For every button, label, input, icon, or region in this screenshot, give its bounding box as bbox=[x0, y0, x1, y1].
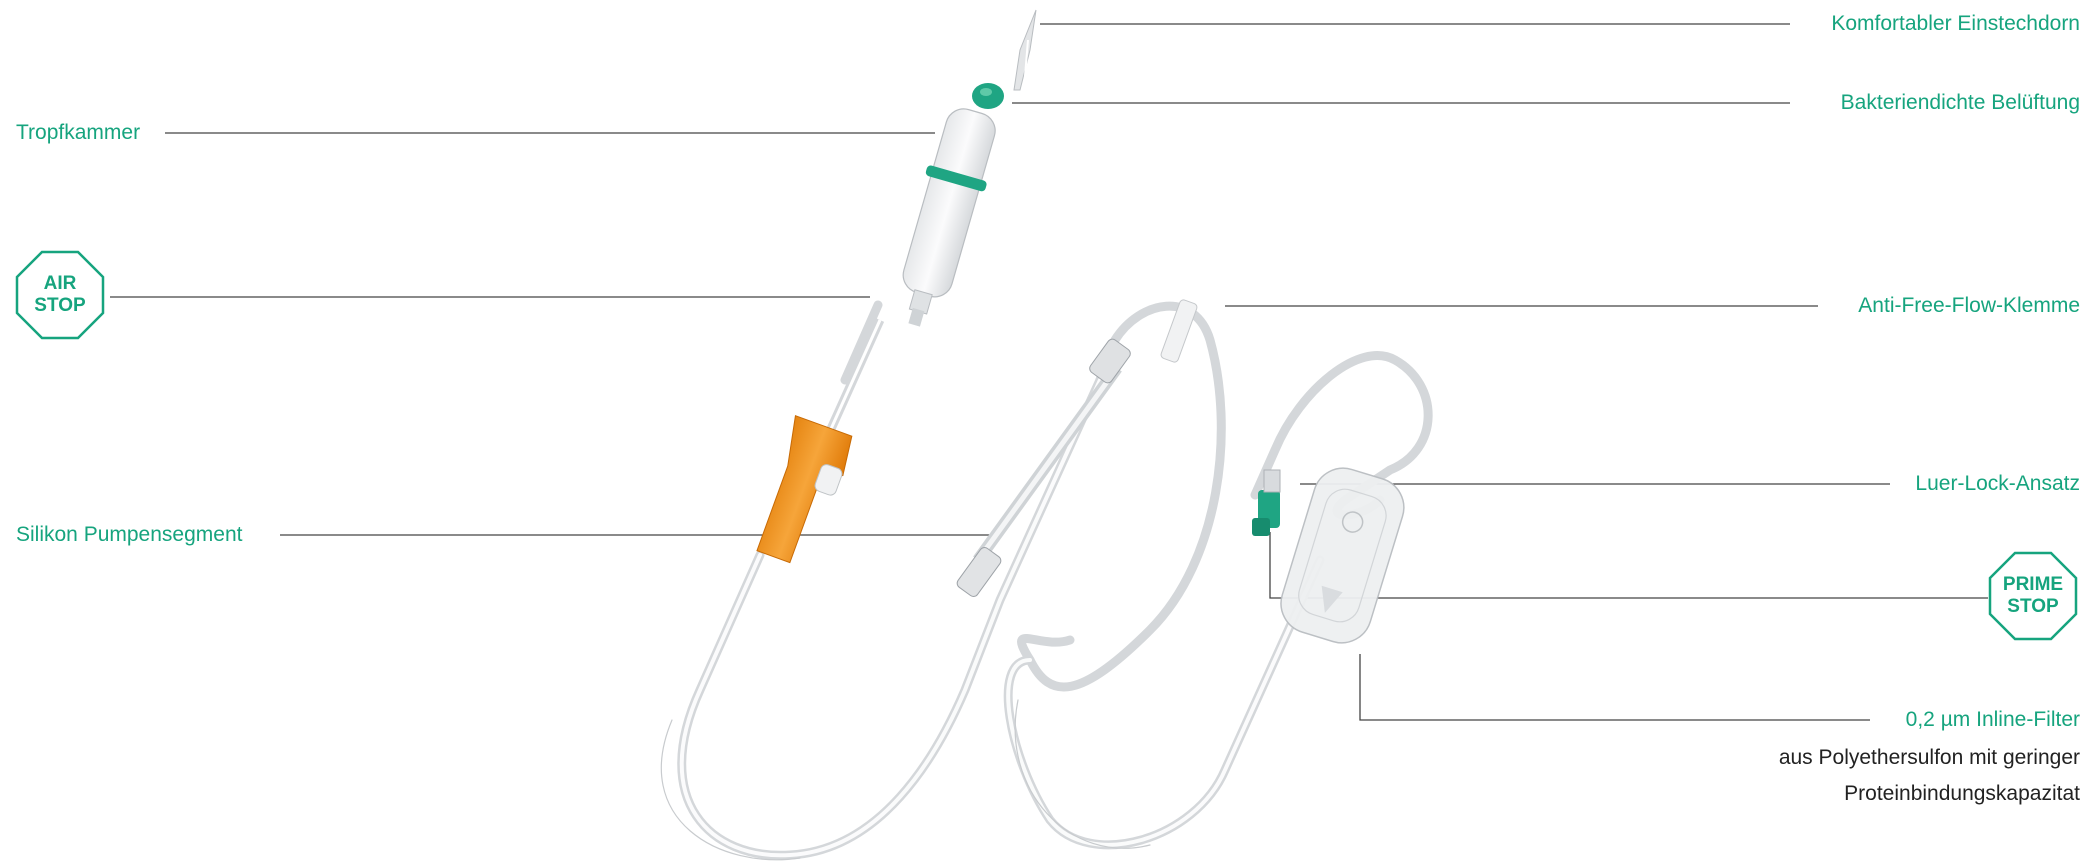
inline-filter bbox=[1274, 461, 1412, 650]
label-drip-chamber: Tropfkammer bbox=[16, 121, 140, 145]
label-vent: Bakteriendichte Belüftung bbox=[1841, 91, 2080, 115]
pump-segment bbox=[748, 416, 857, 570]
air-stop-line-1: AIR bbox=[44, 273, 77, 295]
prime-stop-badge: PRIME STOP bbox=[1990, 553, 2076, 639]
label-filter-desc-2: Proteinbindungskapazitat bbox=[1844, 782, 2080, 806]
leader-filter bbox=[1360, 654, 1870, 720]
luer-lock bbox=[1252, 470, 1280, 536]
label-spike: Komfortabler Einstechdorn bbox=[1831, 12, 2080, 36]
label-clamp: Anti-Free-Flow-Klemme bbox=[1858, 294, 2080, 318]
prime-stop-line-2: STOP bbox=[2007, 596, 2058, 618]
drip-chamber bbox=[884, 103, 1005, 333]
vent-cap bbox=[972, 83, 1004, 109]
label-filter: 0,2 µm Inline-Filter bbox=[1906, 708, 2080, 732]
air-stop-badge: AIR STOP bbox=[17, 252, 103, 338]
label-pump-segment: Silikon Pumpensegment bbox=[16, 523, 242, 547]
label-luer: Luer-Lock-Ansatz bbox=[1915, 472, 2080, 496]
pump-tube bbox=[955, 299, 1198, 599]
leader-lines bbox=[110, 24, 1988, 720]
air-stop-line-2: STOP bbox=[34, 295, 85, 317]
prime-stop-line-1: PRIME bbox=[2003, 574, 2063, 596]
label-filter-desc-1: aus Polyethersulfon mit geringer bbox=[1779, 746, 2080, 770]
spike bbox=[1014, 10, 1036, 90]
